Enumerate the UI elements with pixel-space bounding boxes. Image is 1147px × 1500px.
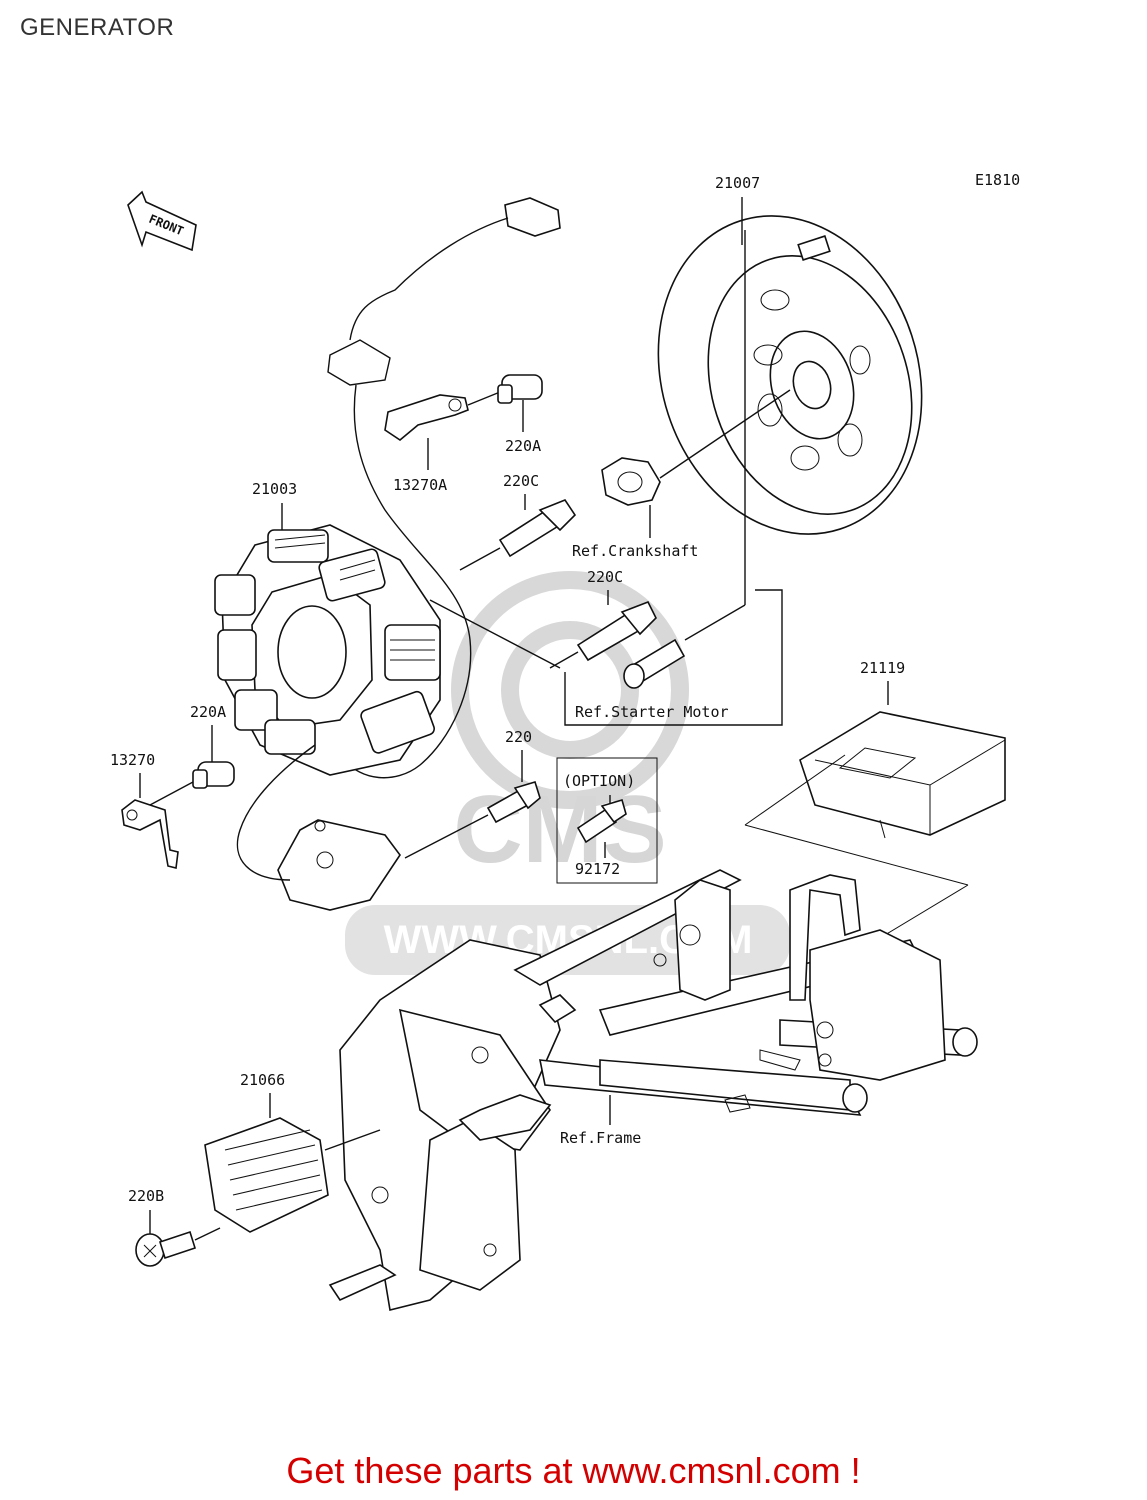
- stator-coil-assembly: [214, 524, 441, 776]
- pickup-coil: [236, 744, 401, 911]
- parts-diagram: CMS WWW.CMSNL.COM E1810 FRONT 21007 Ref.…: [110, 171, 1020, 1311]
- page-title: GENERATOR: [20, 14, 175, 41]
- label-13270: 13270: [110, 751, 155, 769]
- bolt-220a-top: [497, 374, 543, 404]
- label-220A-left: 220A: [190, 703, 226, 721]
- diagram-code: E1810: [975, 171, 1020, 189]
- watermark-ring: [451, 571, 689, 809]
- option-box: [556, 757, 658, 884]
- stator-cable: [327, 197, 561, 779]
- label-220B: 220B: [128, 1187, 164, 1205]
- label-ref-crankshaft: Ref.Crankshaft: [572, 542, 698, 560]
- bolt-220a-left: [192, 761, 235, 789]
- front-arrow-icon: FRONT: [127, 190, 197, 252]
- label-92172: 92172: [575, 860, 620, 878]
- bolt-220c-lower: [576, 600, 657, 662]
- watermark-inner-ring: [501, 621, 639, 759]
- label-13270A: 13270A: [393, 476, 447, 494]
- label-21003: 21003: [252, 480, 297, 498]
- label-ref-frame: Ref.Frame: [560, 1129, 641, 1147]
- bolt-starter-motor: [623, 638, 686, 689]
- bolt-220: [486, 781, 541, 824]
- label-ref-starter-motor: Ref.Starter Motor: [575, 703, 729, 721]
- label-220: 220: [505, 728, 532, 746]
- footer-cta-link[interactable]: Get these parts at www.cmsnl.com !: [286, 1450, 861, 1491]
- flywheel-nut: [601, 457, 661, 506]
- bolt-92172: [576, 799, 627, 844]
- clamp-13270a: [384, 394, 469, 441]
- regulator-21119: [799, 711, 1006, 839]
- frame: [328, 869, 978, 1311]
- label-220C-mid: 220C: [587, 568, 623, 586]
- bolt-220b: [135, 1230, 196, 1267]
- label-220A-top: 220A: [505, 437, 541, 455]
- label-220C-top: 220C: [503, 472, 539, 490]
- label-21119: 21119: [860, 659, 905, 677]
- clamp-13270: [121, 799, 179, 869]
- watermark-brand: CMS: [453, 776, 666, 883]
- rectifier-21066: [204, 1117, 329, 1233]
- label-option: (OPTION): [563, 772, 635, 790]
- flywheel-rotor: [657, 215, 923, 535]
- label-21066: 21066: [240, 1071, 285, 1089]
- bolt-220c-upper: [498, 499, 577, 558]
- label-21007: 21007: [715, 174, 760, 192]
